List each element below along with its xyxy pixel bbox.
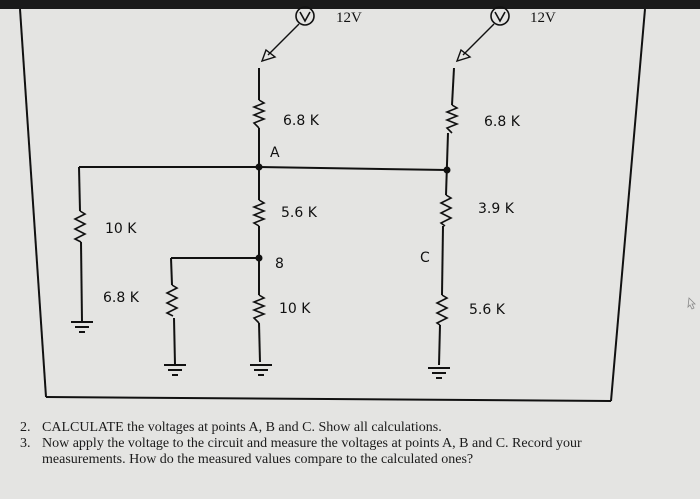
diagram-frame — [19, 8, 646, 402]
voltage-source-1: 12V — [260, 6, 362, 63]
node-label-a: A — [270, 145, 280, 161]
source-2-label: 12V — [530, 10, 556, 26]
resistor-left-icon — [73, 210, 87, 243]
arrow-icon — [455, 48, 472, 63]
resistors — [73, 99, 460, 326]
questions-list: 2. CALCULATE the voltages at points A, B… — [20, 420, 620, 468]
ground-icon — [71, 321, 93, 333]
resistor-mid-center-icon — [251, 199, 267, 227]
resistor-bottom-center-icon — [251, 294, 267, 324]
cursor-icon — [687, 297, 696, 310]
node-b-dot — [255, 254, 263, 262]
junctions — [255, 163, 451, 262]
question-text: Now apply the voltage to the circuit and… — [42, 436, 582, 467]
voltmeter-icon — [490, 6, 510, 26]
resistor-label: 5.6 K — [281, 205, 318, 221]
resistor-label: 3.9 K — [478, 201, 515, 217]
node-a-dot — [255, 163, 263, 171]
resistor-label: 6.8 K — [283, 113, 320, 129]
voltage-source-2: 12V — [455, 6, 556, 63]
resistor-label: 6.8 K — [103, 290, 140, 306]
ground-icon — [250, 364, 272, 376]
question-number: 2. — [20, 420, 31, 435]
voltmeter-icon — [295, 6, 315, 26]
node-right-dot — [443, 166, 451, 174]
resistor-top-right-icon — [444, 104, 460, 134]
resistor-label: 10 K — [279, 301, 311, 317]
resistor-label: 10 K — [105, 221, 137, 237]
resistor-bottom-right-icon — [435, 294, 449, 326]
resistor-top-left-icon — [251, 99, 267, 129]
ground-icon — [428, 367, 450, 379]
node-label-c: C — [420, 250, 430, 266]
wires — [78, 67, 455, 366]
question-text: CALCULATE the voltages at points A, B an… — [42, 420, 442, 435]
question-item: 3. Now apply the voltage to the circuit … — [20, 436, 620, 468]
source-1-label: 12V — [336, 10, 362, 26]
circuit-diagram: 12V 12V — [19, 6, 696, 402]
grounds — [71, 321, 450, 379]
top-dark-bar — [0, 0, 700, 9]
resistor-label: 6.8 K — [484, 114, 521, 130]
question-item: 2. CALCULATE the voltages at points A, B… — [20, 420, 620, 436]
resistor-bottom-left-icon — [165, 284, 179, 317]
arrow-icon — [260, 48, 277, 63]
question-number: 3. — [20, 436, 31, 451]
resistor-label: 5.6 K — [469, 302, 506, 318]
resistor-mid-right-icon — [439, 194, 453, 227]
node-label-b: 8 — [275, 256, 284, 272]
ground-icon — [164, 364, 186, 376]
